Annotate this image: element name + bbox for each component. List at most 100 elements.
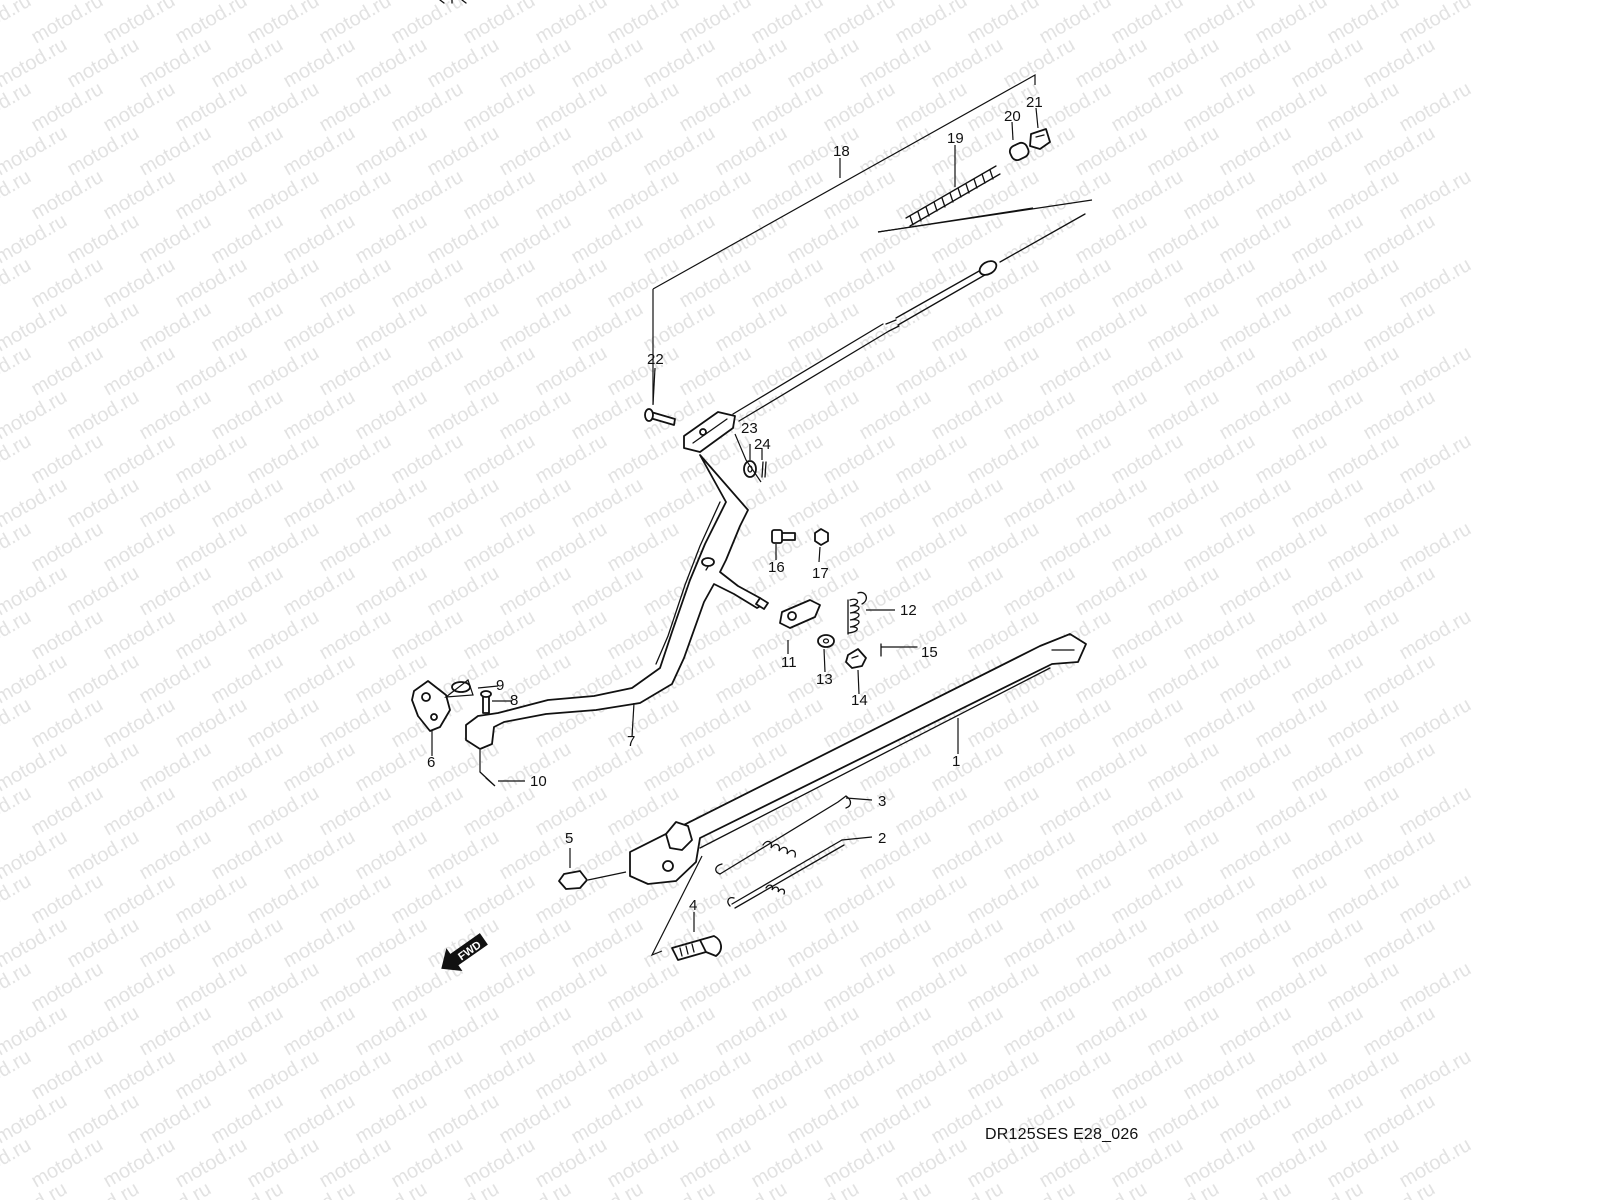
- watermark-text: motod.ru: [100, 1046, 179, 1105]
- watermark-text: motod.ru: [604, 518, 683, 577]
- watermark-text: motod.ru: [1324, 0, 1403, 48]
- watermark-text: motod.ru: [532, 254, 611, 313]
- callout-labels: 18 19 20 21 22 23 24 16 17 12 15 11 13 1…: [427, 94, 1043, 914]
- watermark-text: motod.ru: [928, 298, 1007, 357]
- watermark-text: motod.ru: [388, 1046, 467, 1105]
- watermark-text: motod.ru: [1180, 254, 1259, 313]
- watermark-text: motod.ru: [64, 826, 143, 885]
- watermark-text: motod.ru: [568, 210, 647, 269]
- watermark-text: motod.ru: [748, 0, 827, 48]
- watermark-text: motod.ru: [676, 1046, 755, 1105]
- part-7-brake-pedal: [465, 454, 769, 750]
- watermark-text: motod.ru: [892, 78, 971, 137]
- watermark-text: motod.ru: [280, 474, 359, 533]
- callout-10: 10: [530, 773, 547, 790]
- watermark-text: motod.ru: [1180, 870, 1259, 929]
- watermark-text: motod.ru: [1252, 78, 1331, 137]
- watermark-text: motod.ru: [316, 518, 395, 577]
- watermark-text: motod.ru: [712, 914, 791, 973]
- watermark-text: motod.ru: [1036, 782, 1115, 841]
- watermark-text: motod.ru: [28, 430, 107, 489]
- watermark-text: motod.ru: [1036, 0, 1115, 48]
- watermark-text: motod.ru: [64, 738, 143, 797]
- watermark-text: motod.ru: [136, 826, 215, 885]
- watermark-text: motod.ru: [1252, 694, 1331, 753]
- watermark-text: motod.ru: [964, 166, 1043, 225]
- watermark-text: motod.ru: [676, 78, 755, 137]
- watermark-text: motod.ru: [172, 78, 251, 137]
- watermark-text: motod.ru: [136, 210, 215, 269]
- watermark-text: motod.ru: [1324, 518, 1403, 577]
- watermark-text: motod.ru: [244, 1046, 323, 1105]
- watermark-text: motod.ru: [136, 914, 215, 973]
- watermark-text: motod.ru: [1000, 34, 1079, 93]
- watermark-text: motod.ru: [424, 386, 503, 445]
- watermark-text: motod.ru: [496, 1090, 575, 1149]
- watermark-text: motod.ru: [136, 1002, 215, 1061]
- part-15-cotter: [880, 643, 918, 657]
- watermark-text: motod.ru: [1288, 738, 1367, 797]
- watermark-text: motod.ru: [244, 0, 323, 48]
- watermark-text: motod.ru: [568, 34, 647, 93]
- watermark-text: motod.ru: [1180, 166, 1259, 225]
- watermark-text: motod.ru: [1288, 914, 1367, 973]
- watermark-text: motod.ru: [388, 166, 467, 225]
- watermark-text: motod.ru: [1180, 78, 1259, 137]
- watermark-text: motod.ru: [1108, 1046, 1187, 1105]
- watermark-text: motod.ru: [748, 254, 827, 313]
- watermark-text: motod.ru: [244, 694, 323, 753]
- watermark-text: motod.ru: [388, 0, 467, 48]
- watermark-text: motod.ru: [892, 518, 971, 577]
- watermark-text: motod.ru: [1288, 34, 1367, 93]
- watermark-text: motod.ru: [244, 782, 323, 841]
- watermark-text: motod.ru: [784, 474, 863, 533]
- watermark-text: motod.ru: [64, 914, 143, 973]
- watermark-text: motod.ru: [1216, 210, 1295, 269]
- watermark-text: motod.ru: [784, 914, 863, 973]
- watermark-text: motod.ru: [676, 870, 755, 929]
- watermark-text: motod.ru: [1252, 782, 1331, 841]
- watermark-text: motod.ru: [892, 430, 971, 489]
- watermark-text: motod.ru: [1396, 342, 1475, 401]
- watermark-text: motod.ru: [820, 430, 899, 489]
- watermark-text: motod.ru: [280, 210, 359, 269]
- watermark-text: motod.ru: [388, 342, 467, 401]
- watermark-text: motod.ru: [1360, 1090, 1439, 1149]
- watermark-text: motod.ru: [1252, 0, 1331, 48]
- watermark-text: motod.ru: [640, 34, 719, 93]
- callout-14: 14: [851, 692, 868, 709]
- watermark-text: motod.ru: [388, 430, 467, 489]
- watermark-text: motod.ru: [1396, 518, 1475, 577]
- callout-1: 1: [952, 753, 960, 770]
- watermark-text: motod.ru: [496, 914, 575, 973]
- watermark-text: motod.ru: [640, 474, 719, 533]
- watermark-text: motod.ru: [1108, 870, 1187, 929]
- watermark-text: motod.ru: [820, 870, 899, 929]
- watermark-text: motod.ru: [568, 562, 647, 621]
- watermark-text: motod.ru: [1396, 958, 1475, 1017]
- part-3-spring: [715, 795, 852, 875]
- watermark-text: motod.ru: [1180, 606, 1259, 665]
- watermark-text: motod.ru: [1216, 474, 1295, 533]
- watermark-text: motod.ru: [28, 78, 107, 137]
- watermark-text: motod.ru: [532, 342, 611, 401]
- watermark-text: motod.ru: [1396, 606, 1475, 665]
- watermark-text: motod.ru: [244, 430, 323, 489]
- watermark-text: motod.ru: [1108, 606, 1187, 665]
- watermark-text: motod.ru: [64, 210, 143, 269]
- watermark-text: motod.ru: [676, 166, 755, 225]
- watermark-text: motod.ru: [424, 34, 503, 93]
- watermark-text: motod.ru: [388, 782, 467, 841]
- watermark-text: motod.ru: [1144, 1090, 1223, 1149]
- watermark-text: motod.ru: [64, 474, 143, 533]
- watermark-text: motod.ru: [280, 1090, 359, 1149]
- watermark-text: motod.ru: [820, 1046, 899, 1105]
- watermark-text: motod.ru: [388, 606, 467, 665]
- watermark-text: motod.ru: [1324, 958, 1403, 1017]
- watermark-text: motod.ru: [172, 870, 251, 929]
- watermark-text: motod.ru: [28, 1134, 107, 1193]
- watermark-text: motod.ru: [352, 474, 431, 533]
- watermark-text: motod.ru: [1108, 342, 1187, 401]
- watermark-text: motod.ru: [820, 782, 899, 841]
